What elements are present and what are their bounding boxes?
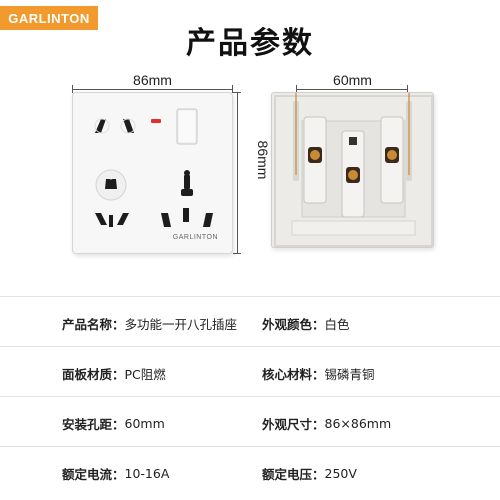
front-width-tick-right bbox=[232, 85, 233, 93]
spec-label: 外观尺寸： bbox=[262, 416, 325, 432]
spec-label: 核心材料： bbox=[262, 366, 325, 382]
indicator-light-icon bbox=[151, 119, 161, 123]
hole-spacing-label: 60mm bbox=[333, 72, 372, 88]
spec-row: 产品名称： 多功能一开八孔插座 外观颜色： 白色 bbox=[0, 296, 500, 348]
spec-value: 白色 bbox=[324, 316, 350, 332]
spec-label: 产品名称： bbox=[62, 316, 125, 332]
front-width-label: 86mm bbox=[133, 72, 172, 88]
front-height-label: 86mm bbox=[255, 140, 271, 180]
two-pin-socket-icon bbox=[94, 118, 136, 134]
spec-value: 10-16A bbox=[124, 465, 170, 481]
spec-label: 安装孔距： bbox=[62, 416, 125, 432]
spec-value: 锡磷青铜 bbox=[324, 366, 375, 382]
front-width-tick-left bbox=[72, 85, 73, 93]
hole-spacing-tick-right bbox=[407, 85, 408, 93]
spec-hole-spacing: 安装孔距： 60mm bbox=[62, 397, 165, 449]
spec-row: 额定电流： 10-16A 额定电压： 250V bbox=[0, 446, 500, 498]
spec-label: 外观颜色： bbox=[262, 316, 325, 332]
three-pin-flat-socket-left-icon bbox=[95, 213, 129, 227]
page-title: 产品参数 bbox=[186, 26, 314, 61]
spec-core-material: 核心材料： 锡磷青铜 bbox=[262, 347, 375, 399]
front-height-tick-bottom bbox=[233, 253, 241, 254]
hole-spacing-line bbox=[296, 89, 408, 90]
terminal-block-right-icon bbox=[380, 116, 404, 204]
spec-label: 额定电流： bbox=[62, 466, 125, 482]
socket-back-illustration bbox=[274, 93, 433, 247]
round-universal-socket-icon bbox=[95, 169, 127, 201]
spec-color: 外观颜色： 白色 bbox=[262, 297, 350, 349]
terminal-block-left-icon bbox=[303, 116, 327, 204]
spec-value: 250V bbox=[324, 465, 357, 481]
socket-front-illustration bbox=[94, 108, 213, 227]
spec-value: PC阻燃 bbox=[124, 366, 166, 382]
spec-value: 86×86mm bbox=[324, 415, 392, 431]
spec-row: 安装孔距： 60mm 外观尺寸： 86×86mm bbox=[0, 396, 500, 448]
mounting-hole-right-icon bbox=[406, 93, 412, 181]
spec-label: 面板材质： bbox=[62, 366, 125, 382]
spec-value: 多功能一开八孔插座 bbox=[124, 316, 238, 332]
spec-label: 额定电压： bbox=[262, 466, 325, 482]
spec-product-name: 产品名称： 多功能一开八孔插座 bbox=[62, 297, 237, 349]
spec-row: 面板材质： PC阻燃 核心材料： 锡磷青铜 bbox=[0, 346, 500, 398]
spec-rated-voltage: 额定电压： 250V bbox=[262, 447, 357, 499]
hole-spacing-tick-left bbox=[296, 85, 297, 93]
front-height-line bbox=[237, 92, 238, 254]
rocker-switch-icon bbox=[176, 108, 198, 145]
front-height-tick-top bbox=[233, 92, 241, 93]
three-pin-flat-socket-right-icon bbox=[161, 208, 213, 227]
panel-brand-logo: GARLINTON bbox=[172, 234, 218, 241]
terminal-block-center-icon bbox=[341, 130, 365, 218]
socket-back-panel bbox=[271, 92, 434, 248]
spec-rated-current: 额定电流： 10-16A bbox=[62, 447, 169, 499]
spec-panel-material: 面板材质： PC阻燃 bbox=[62, 347, 166, 399]
universal-socket-icon bbox=[181, 170, 193, 196]
mounting-hole-left-icon bbox=[293, 93, 299, 181]
socket-front-panel: GARLINTON bbox=[72, 92, 233, 254]
brand-badge: GARLINTON bbox=[0, 6, 98, 30]
spec-outer-size: 外观尺寸： 86×86mm bbox=[262, 397, 391, 449]
spec-value: 60mm bbox=[124, 415, 165, 431]
front-width-line bbox=[72, 89, 233, 90]
